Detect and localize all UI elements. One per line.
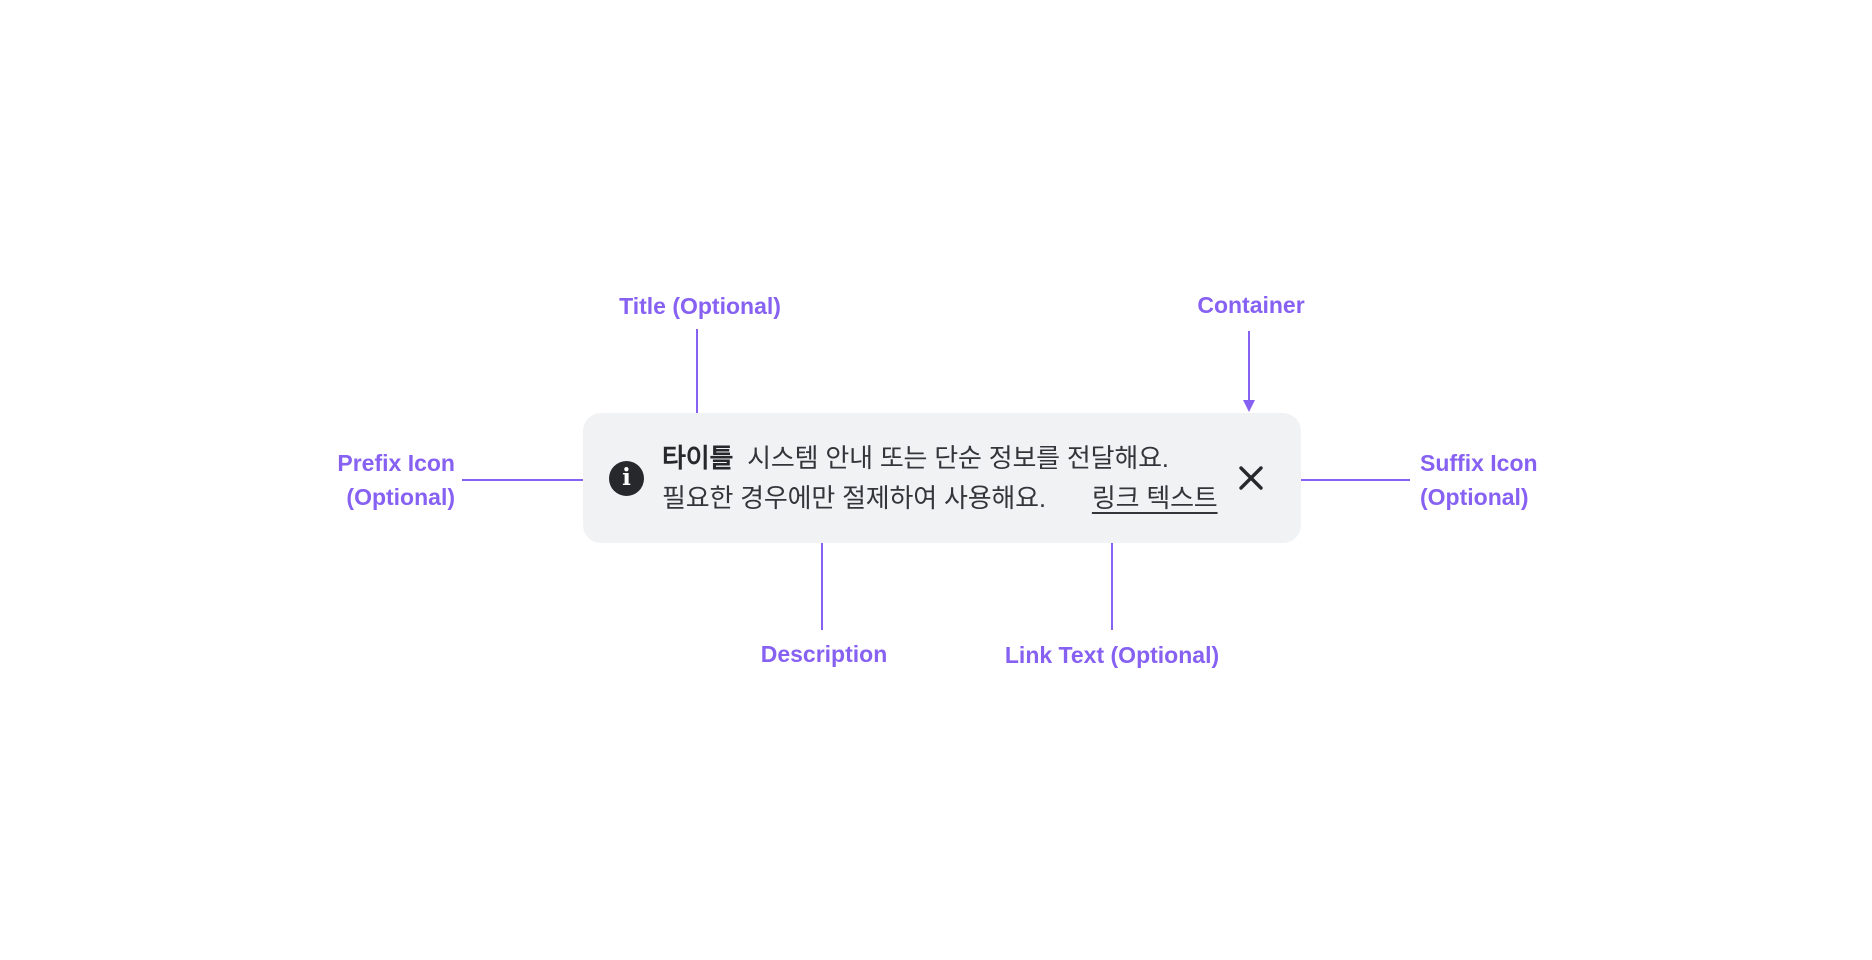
suffix-icon-annotation-label: Suffix Icon (Optional) <box>1420 446 1538 514</box>
toast-text: 타이틀 시스템 안내 또는 단순 정보를 전달해요. 필요한 경우에만 절제하여 … <box>662 438 1237 518</box>
close-x-icon[interactable] <box>1237 464 1265 492</box>
link-text-annotation-label: Link Text (Optional) <box>1004 642 1220 668</box>
prefix-icon-label-line2: (Optional) <box>346 484 455 510</box>
suffix-icon-label-line2: (Optional) <box>1420 484 1529 510</box>
prefix-icon-annotation-label: Prefix Icon (Optional) <box>337 446 455 514</box>
info-circle-icon: i <box>609 460 644 496</box>
suffix-icon-label-line1: Suffix Icon <box>1420 450 1538 476</box>
prefix-icon-label-line1: Prefix Icon <box>337 450 455 476</box>
container-arrow <box>1243 331 1255 412</box>
title-annotation-label: Title (Optional) <box>619 293 781 319</box>
container-annotation-label: Container <box>1197 292 1305 318</box>
toast-container: i 타이틀 시스템 안내 또는 단순 정보를 전달해요. 필요한 경우에만 절제하… <box>583 413 1301 543</box>
toast-link-text[interactable]: 링크 텍스트 <box>1091 483 1218 513</box>
toast-description-line2: 필요한 경우에만 절제하여 사용해요. <box>662 483 1046 513</box>
toast-line-2: 필요한 경우에만 절제하여 사용해요. 링크 텍스트 <box>662 478 1237 518</box>
toast-title: 타이틀 <box>662 443 734 473</box>
prefix-icon-arrow <box>462 474 603 486</box>
description-annotation-label: Description <box>760 641 888 667</box>
toast-line-1: 타이틀 시스템 안내 또는 단순 정보를 전달해요. <box>662 438 1237 478</box>
toast-description-line1: 시스템 안내 또는 단순 정보를 전달해요. <box>747 443 1169 473</box>
info-glyph: i <box>622 463 631 491</box>
